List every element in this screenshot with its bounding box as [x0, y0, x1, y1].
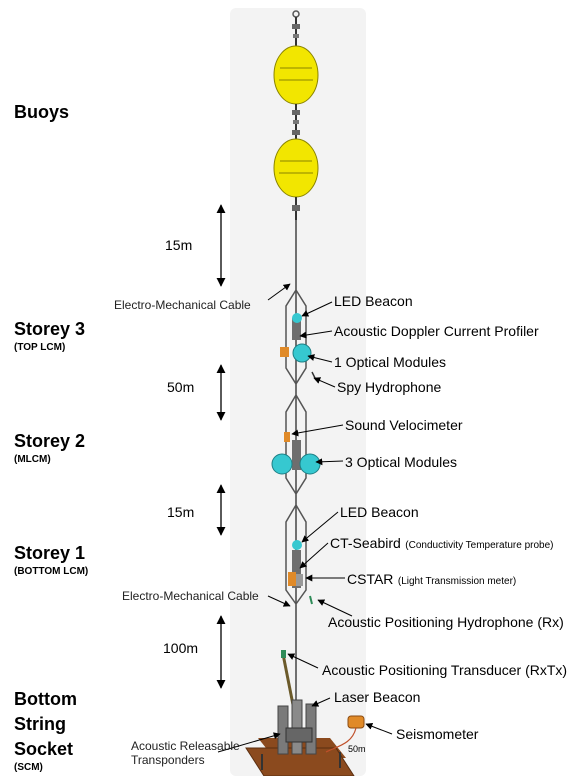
optical-module-3 [292, 343, 312, 363]
section-title-bottom-line2: String [14, 714, 66, 734]
label-cstar-detail: (Light Transmission meter) [397, 576, 517, 587]
optical-module-2b [299, 453, 321, 475]
label-electro-mechanical-cable-top: Electro-Mechanical Cable [114, 298, 251, 312]
background-panel [230, 8, 366, 776]
storey-2-frame [271, 393, 321, 496]
label-acoustic-positioning-hydrophone: Acoustic Positioning Hydrophone (Rx) [328, 614, 564, 630]
distance-label-15m-top: 15m [165, 237, 193, 253]
label-cstar-main: CSTAR [347, 571, 394, 587]
section-subtitle-storey-3: (TOP LCM) [14, 342, 66, 353]
label-laser-beacon: Laser Beacon [334, 689, 421, 705]
ct-seabird-sensor [288, 572, 296, 586]
section-title-buoys: Buoys [14, 102, 70, 122]
buoy-lower [273, 138, 319, 198]
label-cstar: CSTAR (Light Transmission meter) [347, 572, 516, 588]
section-title-storey-1: Storey 1 [14, 543, 86, 563]
buoy-string [273, 10, 319, 220]
section-title-storey-3: Storey 3 [14, 319, 86, 339]
label-seismometer: Seismometer [396, 726, 479, 742]
section-subtitle-bottom: (SCM) [14, 762, 43, 773]
storey-1-frame [285, 503, 313, 606]
callout-lines [217, 283, 393, 753]
label-transponders: Transponders [131, 753, 205, 767]
sound-velocimeter [284, 432, 290, 442]
release-transponder-2 [291, 699, 303, 755]
label-optical-modules-storey-3: 1 Optical Modules [334, 354, 447, 370]
led-beacon-1 [292, 540, 302, 550]
adcp-sensor [280, 347, 289, 357]
seismometer [347, 715, 365, 729]
label-ct-seabird: CT-Seabird (Conductivity Temperature pro… [330, 536, 553, 552]
section-title-bottom-line3: Socket [14, 739, 74, 759]
optical-module-2a [271, 453, 293, 475]
label-spy-hydrophone: Spy Hydrophone [337, 379, 442, 395]
section-subtitle-storey-1: (BOTTOM LCM) [14, 566, 89, 577]
label-ct-seabird-main: CT-Seabird [330, 535, 401, 551]
section-subtitle-storey-2: (MLCM) [14, 454, 51, 465]
label-led-beacon-storey-1: LED Beacon [340, 504, 419, 520]
cstar-sensor [296, 574, 303, 586]
label-optical-modules-storey-2: 3 Optical Modules [345, 454, 458, 470]
label-led-beacon-storey-3: LED Beacon [334, 293, 413, 309]
label-electro-mechanical-cable-bottom: Electro-Mechanical Cable [122, 589, 259, 603]
section-title-storey-2: Storey 2 [14, 431, 86, 451]
distance-label-100m: 100m [163, 640, 199, 656]
label-adcp: Acoustic Doppler Current Profiler [334, 323, 539, 339]
distance-label-50m: 50m [167, 379, 195, 395]
label-ct-seabird-detail: (Conductivity Temperature probe) [405, 540, 554, 551]
label-sound-velocimeter: Sound Velocimeter [345, 417, 463, 433]
label-acoustic-positioning-transducer: Acoustic Positioning Transducer (RxTx) [322, 662, 568, 678]
distance-label-15m-bottom: 15m [167, 504, 195, 520]
buoy-upper [273, 45, 319, 105]
section-title-bottom-line1: Bottom [14, 689, 77, 709]
led-beacon-3 [292, 313, 302, 323]
bottom-string-socket [245, 650, 365, 776]
seismometer-distance-label: 50m [348, 744, 366, 754]
label-acoustic-releasable: Acoustic Releasable [131, 739, 240, 753]
